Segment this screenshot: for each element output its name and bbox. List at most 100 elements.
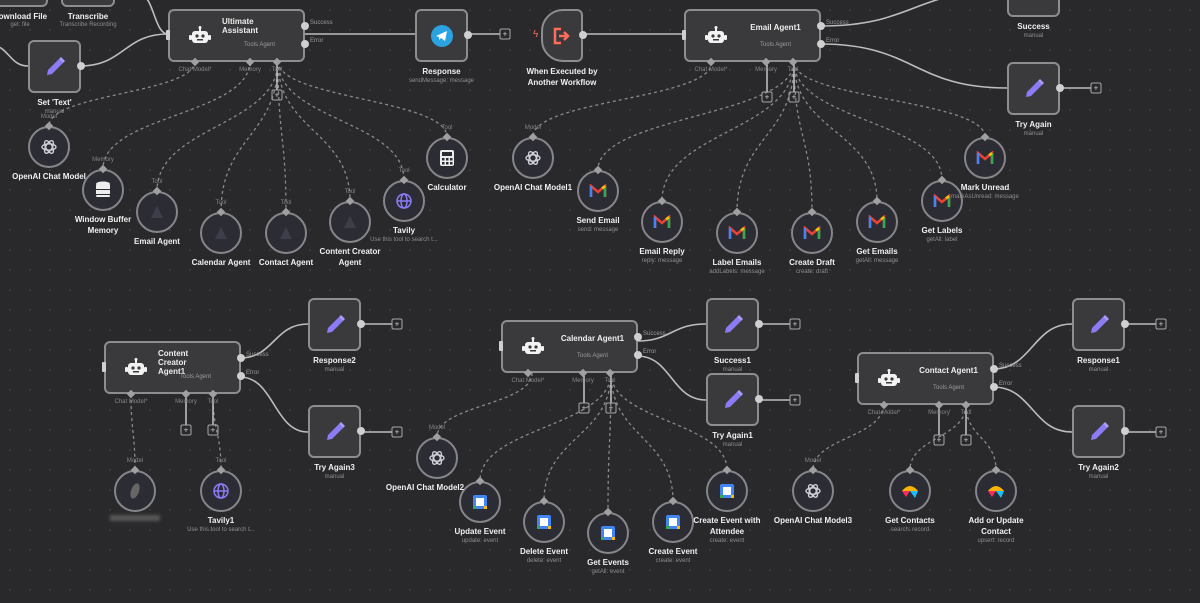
port-label: Tool — [344, 189, 356, 195]
success1-node[interactable] — [706, 298, 759, 351]
node-subtitle: update: event — [461, 538, 499, 544]
transcribe-node[interactable] — [61, 0, 115, 7]
get-emails-node[interactable] — [856, 201, 898, 243]
blurred-model-node[interactable] — [114, 470, 156, 512]
add-node-button[interactable]: + — [578, 402, 590, 414]
pencil-icon — [721, 313, 745, 337]
try-again1-node[interactable] — [706, 373, 759, 426]
add-node-button[interactable]: + — [271, 89, 283, 101]
get-events-node[interactable] — [587, 512, 629, 554]
response-node[interactable] — [415, 9, 468, 62]
get-contacts-node[interactable] — [889, 470, 931, 512]
contact-agent-node[interactable] — [265, 212, 307, 254]
port-label: Tool — [151, 179, 163, 185]
main-input[interactable] — [855, 373, 859, 383]
add-node-button[interactable]: + — [1155, 318, 1167, 330]
add-node-button[interactable]: + — [180, 424, 192, 436]
success-output[interactable] — [237, 354, 245, 362]
try-again3-node[interactable] — [308, 405, 361, 458]
add-node-button[interactable]: + — [391, 426, 403, 438]
when-executed-node[interactable] — [541, 9, 583, 62]
openai-chat-model2-node[interactable] — [416, 437, 458, 479]
add-node-button[interactable]: + — [788, 91, 800, 103]
output-port[interactable] — [1056, 84, 1064, 92]
output-port[interactable] — [1121, 427, 1129, 435]
node-title: Try Again3 — [314, 463, 355, 472]
success-output[interactable] — [634, 333, 642, 341]
add-node-button[interactable]: + — [1090, 82, 1102, 94]
success-output[interactable] — [817, 22, 825, 30]
port-label: Tool — [215, 200, 227, 206]
output-port[interactable] — [357, 320, 365, 328]
output-port[interactable] — [755, 320, 763, 328]
label-emails-node[interactable] — [716, 212, 758, 254]
error-output[interactable] — [237, 372, 245, 380]
add-node-button[interactable]: + — [391, 318, 403, 330]
error-output[interactable] — [634, 351, 642, 359]
email-reply-node[interactable] — [641, 201, 683, 243]
create-event-node[interactable] — [652, 501, 694, 543]
add-node-button[interactable]: + — [761, 91, 773, 103]
output-label-error: Error — [310, 38, 324, 44]
node-title: Get Contacts — [885, 516, 935, 525]
gcal-icon — [472, 494, 488, 510]
openai-chat-model-node[interactable] — [28, 126, 70, 168]
download-file-node[interactable] — [0, 0, 48, 7]
try-again-node[interactable] — [1007, 62, 1060, 115]
main-input[interactable] — [499, 341, 503, 351]
output-port[interactable] — [755, 395, 763, 403]
sub-connection — [812, 404, 884, 471]
sub-connection — [102, 60, 251, 170]
main-input[interactable] — [102, 362, 106, 372]
output-port[interactable] — [464, 31, 472, 39]
error-output[interactable] — [990, 383, 998, 391]
add-node-button[interactable]: + — [960, 434, 972, 446]
calculator-node[interactable] — [426, 137, 468, 179]
main-input[interactable] — [682, 30, 686, 40]
add-node-button[interactable]: + — [1155, 426, 1167, 438]
response1-node[interactable] — [1072, 298, 1125, 351]
calendar-agent-node[interactable] — [200, 212, 242, 254]
sub-connection — [597, 61, 795, 171]
add-node-button[interactable]: + — [933, 434, 945, 446]
error-output[interactable] — [817, 40, 825, 48]
tavily1-node[interactable] — [200, 470, 242, 512]
tavily-node[interactable] — [383, 180, 425, 222]
output-port[interactable] — [1121, 320, 1129, 328]
main-input[interactable] — [166, 30, 170, 40]
connection — [992, 386, 1073, 433]
add-node-button[interactable]: + — [789, 318, 801, 330]
mark-unread-node[interactable] — [964, 137, 1006, 179]
window-buffer-memory-node[interactable] — [82, 169, 124, 211]
output-port[interactable] — [579, 31, 587, 39]
sub-connection — [532, 61, 713, 138]
email-agent-node[interactable] — [136, 191, 178, 233]
node-title: Success — [1017, 22, 1050, 31]
success-output[interactable] — [990, 365, 998, 373]
add-node-button[interactable]: + — [605, 402, 617, 414]
output-port[interactable] — [77, 62, 85, 70]
output-port[interactable] — [357, 427, 365, 435]
openai-chat-model3-node[interactable] — [792, 470, 834, 512]
add-node-button[interactable]: + — [789, 394, 801, 406]
port-label-tool: Tool — [271, 67, 283, 73]
add-node-button[interactable]: + — [207, 424, 219, 436]
gmail-icon — [728, 226, 746, 240]
update-event-node[interactable] — [459, 481, 501, 523]
try-again2-node[interactable] — [1072, 405, 1125, 458]
add-node-button[interactable]: + — [499, 28, 511, 40]
success-output[interactable] — [301, 22, 309, 30]
response2-node[interactable] — [308, 298, 361, 351]
set-text-node[interactable] — [28, 40, 81, 93]
port-label-chat-model: Chat Model* — [114, 399, 148, 405]
success-node[interactable] — [1007, 0, 1060, 17]
add-update-contact-node[interactable] — [975, 470, 1017, 512]
error-output[interactable] — [301, 40, 309, 48]
openai-chat-model1-node[interactable] — [512, 137, 554, 179]
create-event-attendee-node[interactable] — [706, 470, 748, 512]
